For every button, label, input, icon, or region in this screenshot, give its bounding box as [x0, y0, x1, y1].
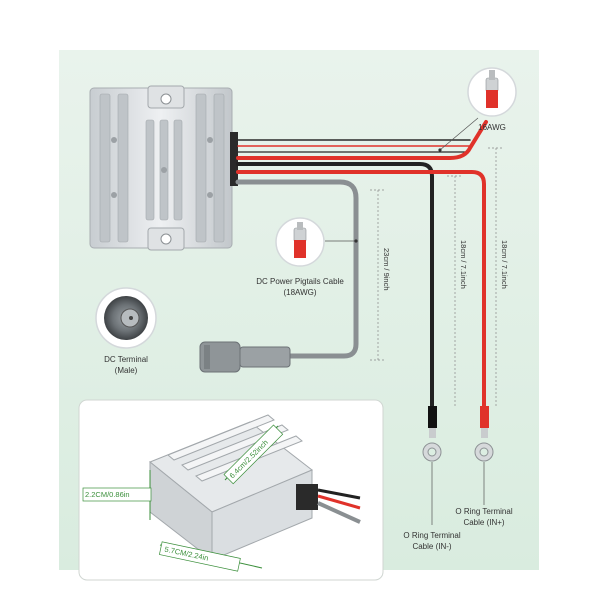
ring-negative-label-line2: Cable (IN-) — [412, 542, 451, 551]
ring-positive-label-line2: Cable (IN+) — [463, 518, 504, 527]
ring-negative-label-line1: O Ring Terminal — [403, 531, 460, 540]
grey-cable — [235, 179, 359, 359]
pigtail-wire-end-detail — [275, 217, 325, 267]
black-input-wire — [236, 162, 434, 410]
dc-jack-barrel — [199, 341, 291, 373]
depth-dimension: 2.2CM/0.86in — [85, 490, 130, 499]
dc-terminal-detail — [95, 287, 157, 349]
awg16-label: 16AWG — [478, 123, 506, 132]
ring-terminal-positive — [474, 406, 494, 462]
pigtail-label-line2: (18AWG) — [283, 288, 316, 297]
red-input-wire — [236, 120, 488, 410]
grey-cable-length: 23cm / 9inch — [382, 248, 391, 291]
awg16-wire-end-detail — [467, 67, 517, 117]
pigtail-label-line1: DC Power Pigtails Cable — [256, 277, 344, 286]
dc-terminal-label-line2: (Male) — [115, 366, 138, 375]
ring-terminal-negative — [422, 406, 442, 462]
black-cable-length: 18cm / 7.1inch — [459, 240, 468, 289]
dc-terminal-label-line1: DC Terminal — [104, 355, 148, 364]
output-wires — [237, 139, 471, 153]
converter-module — [89, 85, 238, 251]
dimensions-inset — [78, 399, 384, 581]
ring-positive-label-line1: O Ring Terminal — [455, 507, 512, 516]
red-cable-length: 18cm / 7.1inch — [500, 240, 509, 289]
